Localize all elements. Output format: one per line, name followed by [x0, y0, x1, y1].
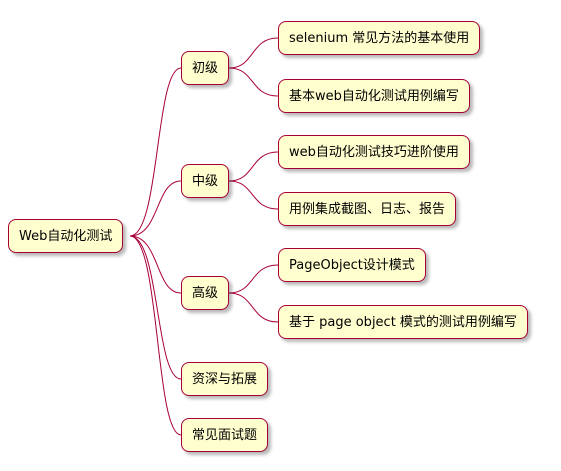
connector-root-to-intermediate: [129, 180, 182, 237]
connector-junior-to-selenium: [228, 37, 279, 69]
leaf-pageobject-test-cases: 基于 page object 模式的测试用例编写: [278, 305, 528, 339]
branch-advanced: 高级: [181, 276, 230, 310]
connector-advanced-to-po-cases: [228, 292, 279, 323]
connector-junior-to-basic-cases: [228, 67, 279, 97]
connector-root-to-senior: [129, 235, 182, 380]
branch-senior-extension: 资深与拓展: [181, 362, 269, 396]
connector-intermediate-to-reporting: [228, 180, 279, 210]
leaf-screenshot-log-report: 用例集成截图、日志、报告: [278, 192, 457, 226]
leaf-pageobject-pattern: PageObject设计模式: [278, 248, 426, 282]
branch-junior: 初级: [181, 51, 230, 85]
branch-interview-questions: 常见面试题: [181, 418, 269, 452]
connector-root-to-junior: [129, 67, 182, 237]
connector-root-to-interview: [129, 235, 182, 436]
root-node: Web自动化测试: [8, 219, 124, 253]
connector-intermediate-to-advanced-skills: [228, 151, 279, 182]
connector-advanced-to-pageobject: [228, 264, 279, 294]
leaf-advanced-techniques: web自动化测试技巧进阶使用: [278, 135, 470, 169]
branch-intermediate: 中级: [181, 164, 230, 198]
leaf-basic-test-cases: 基本web自动化测试用例编写: [278, 79, 470, 113]
connector-root-to-advanced: [129, 235, 182, 294]
leaf-selenium-methods: selenium 常见方法的基本使用: [278, 21, 481, 55]
